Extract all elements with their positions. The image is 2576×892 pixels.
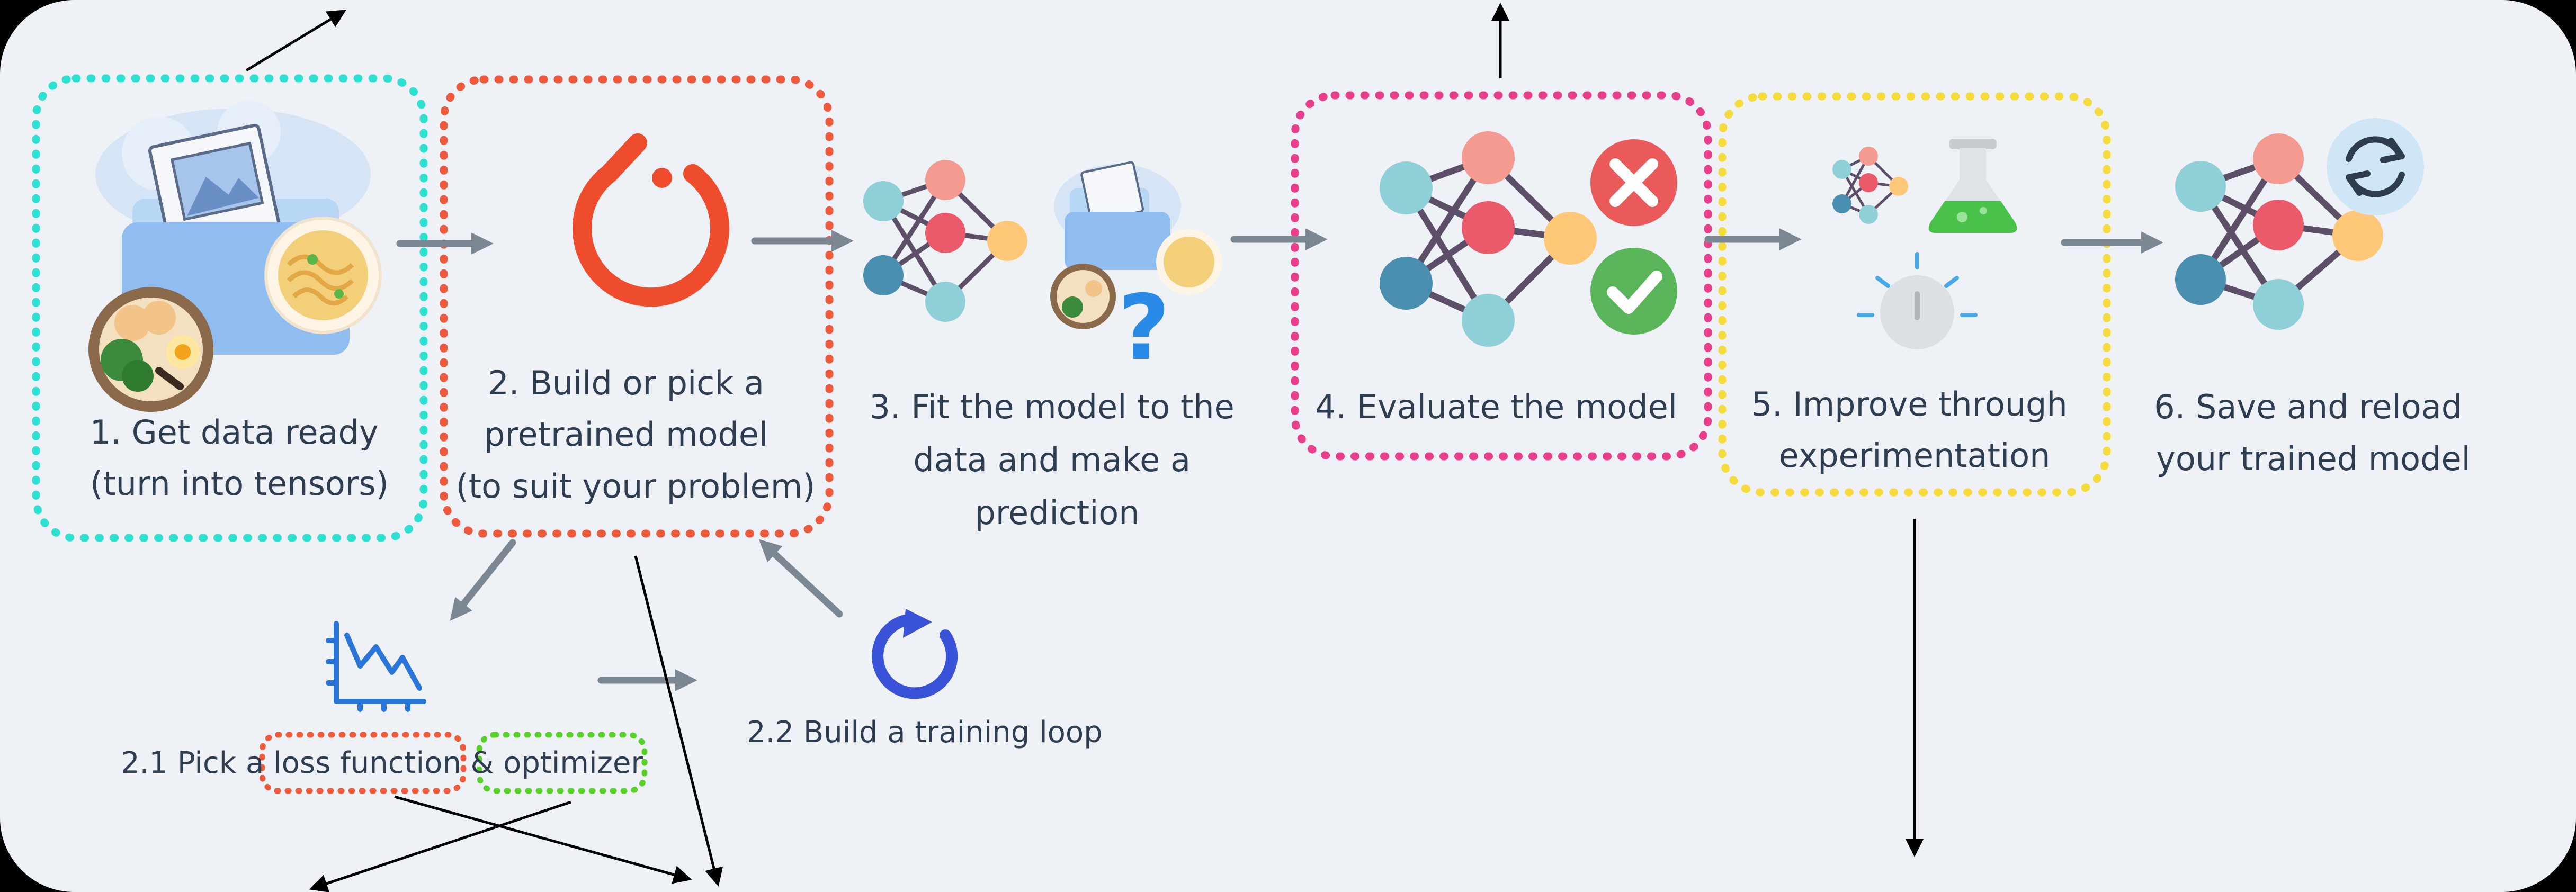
substep-21-label: 2.1 Pick a loss function & optimizer [121, 746, 643, 780]
substep-21-amp: & [461, 746, 503, 780]
flow-arrow-2-21 [450, 539, 516, 621]
check-mark-icon [1590, 248, 1677, 335]
x-mark-icon [1590, 139, 1677, 226]
loss-function-text: loss function [273, 746, 461, 780]
data-folder-icon-small [1050, 161, 1222, 329]
loop-arrow-icon [872, 609, 958, 699]
optimizer-box [476, 732, 648, 794]
substep-21-prefix: 2.1 Pick a [121, 746, 273, 780]
flask-icon [1928, 139, 2017, 233]
annotation-arrow-1 [245, 10, 346, 72]
step4-label: 4. Evaluate the model [1315, 388, 1677, 426]
step1-box [32, 74, 428, 542]
step6-label: 6. Save and reload your trained model [2154, 388, 2473, 478]
annotation-arrow-4 [634, 555, 723, 887]
neural-network-icon-save [2175, 133, 2383, 330]
neural-network-icon-eval [1380, 131, 1597, 347]
neural-network-icon [863, 160, 1027, 322]
loss-chart-icon [326, 621, 426, 712]
annotation-arrow-5 [394, 795, 692, 884]
step3-label: 3. Fit the model to the data and make a … [870, 388, 1245, 532]
timer-icon [1857, 252, 1978, 349]
step2-box [440, 75, 834, 538]
annotation-arrow-6 [309, 800, 571, 892]
question-mark-icon: ? [1118, 276, 1170, 381]
step4-box [1291, 91, 1712, 461]
pytorch-logo-icon [573, 133, 729, 307]
loss-function-box [259, 732, 467, 794]
refresh-icon [2327, 118, 2424, 215]
optimizer-text: optimizer [503, 746, 643, 780]
step1-label: 1. Get data ready (turn into tensors) [90, 413, 389, 503]
step5-box [1718, 92, 2111, 497]
flow-arrow-22-2 [758, 539, 843, 618]
step2-label: 2. Build or pick a pretrained model (to … [456, 364, 816, 506]
neural-network-icon-mini [1832, 147, 1908, 224]
food-bowl-icon [88, 217, 382, 412]
step5-label: 5. Improve through experimentation [1751, 385, 2078, 475]
substep-22-label: 2.2 Build a training loop [747, 715, 1103, 750]
